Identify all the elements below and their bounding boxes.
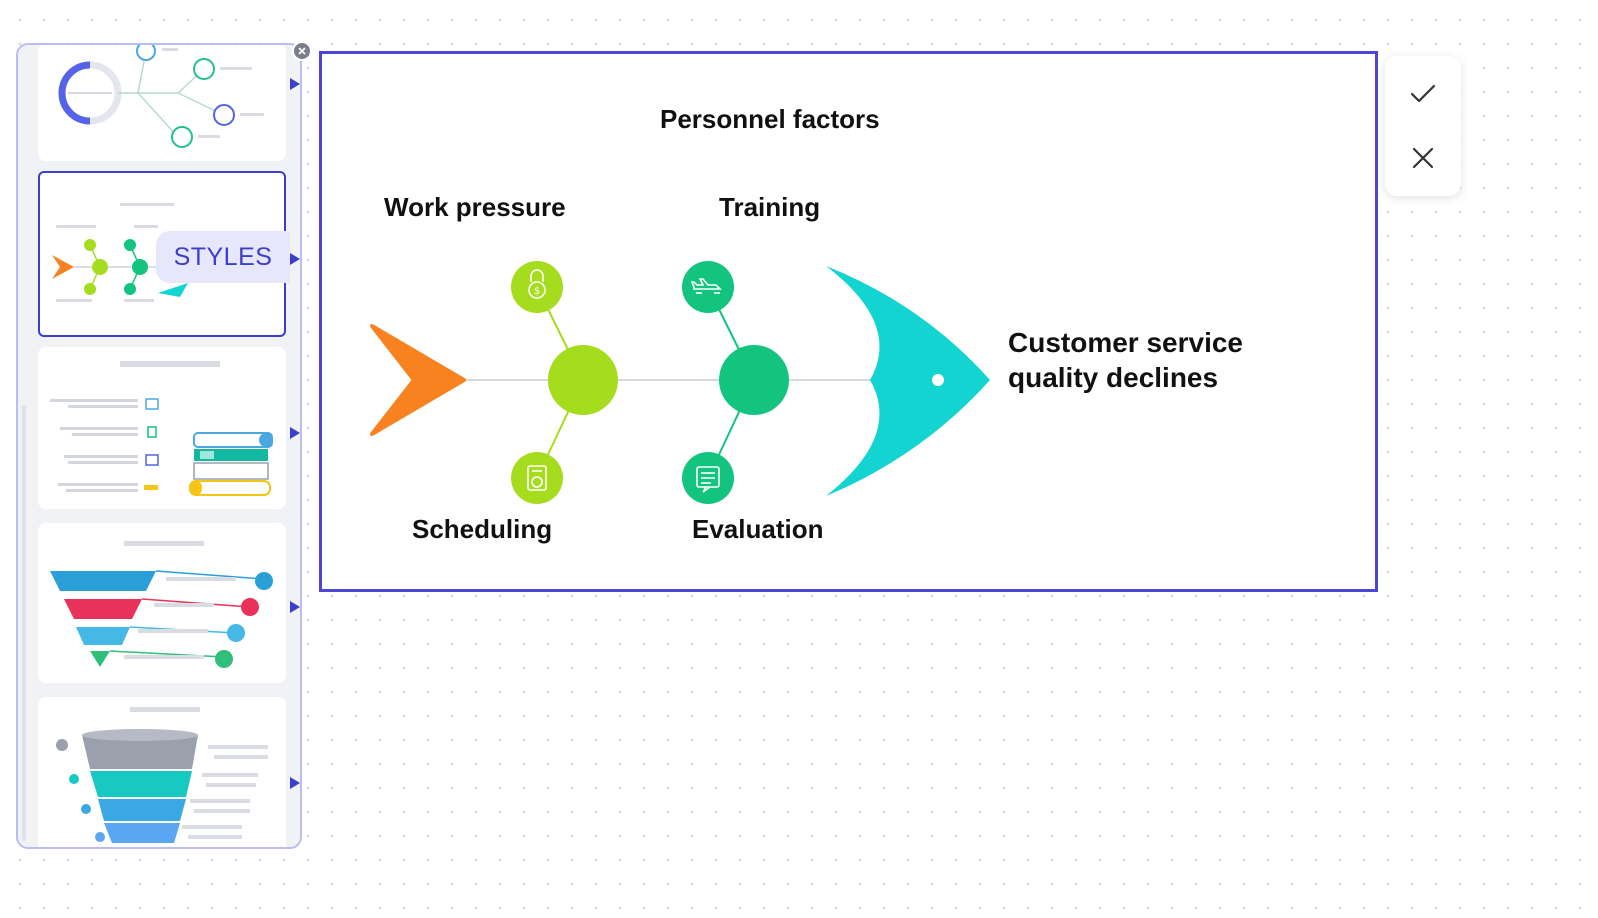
template-thumb-funnel[interactable] bbox=[38, 523, 286, 683]
thumb-expand-arrow[interactable] bbox=[290, 253, 300, 265]
label-evaluation: Evaluation bbox=[692, 514, 824, 544]
sidebar-scrollbar[interactable] bbox=[22, 405, 26, 841]
sidebar-close-button[interactable] bbox=[292, 41, 312, 61]
training-hub bbox=[719, 345, 789, 415]
template-sidebar: STYLES bbox=[16, 43, 302, 849]
clock-document-icon bbox=[511, 452, 563, 504]
thumb-expand-arrow[interactable] bbox=[290, 601, 300, 613]
template-thumb-list-books[interactable] bbox=[38, 347, 286, 509]
cancel-button[interactable] bbox=[1403, 138, 1443, 178]
fish-head bbox=[826, 266, 990, 496]
lock-dollar-icon bbox=[511, 261, 563, 313]
thumb-expand-arrow[interactable] bbox=[290, 777, 300, 789]
template-thumb-funnel-cylinder[interactable] bbox=[38, 697, 286, 847]
thumb-expand-arrow[interactable] bbox=[290, 427, 300, 439]
label-scheduling: Scheduling bbox=[412, 514, 553, 544]
check-icon bbox=[1410, 84, 1436, 103]
confirm-button[interactable] bbox=[1403, 74, 1443, 114]
thumb-expand-arrow[interactable] bbox=[290, 78, 300, 90]
tail-arrow bbox=[370, 324, 466, 436]
svg-text:$: $ bbox=[534, 286, 540, 297]
close-icon bbox=[298, 47, 306, 55]
template-thumb-mind-map[interactable] bbox=[38, 45, 286, 161]
confirm-cancel-panel bbox=[1385, 56, 1461, 196]
work-pressure-hub bbox=[548, 345, 618, 415]
x-icon bbox=[1412, 147, 1434, 169]
styles-button[interactable]: STYLES bbox=[156, 231, 290, 283]
fish-eye bbox=[932, 374, 944, 386]
head-label-line-1: Customer service bbox=[1008, 327, 1244, 358]
label-work-pressure: Work pressure bbox=[384, 192, 566, 222]
fishbone-diagram: $ bbox=[370, 261, 990, 504]
airplane-icon bbox=[682, 261, 734, 313]
diagram-title: Personnel factors bbox=[660, 104, 880, 134]
head-label-line-2: quality declines bbox=[1008, 362, 1219, 393]
label-training: Training bbox=[719, 192, 821, 222]
styles-label: STYLES bbox=[173, 242, 273, 271]
diagram-preview[interactable]: $ Personnel factors Work pressure Traini… bbox=[319, 51, 1378, 592]
